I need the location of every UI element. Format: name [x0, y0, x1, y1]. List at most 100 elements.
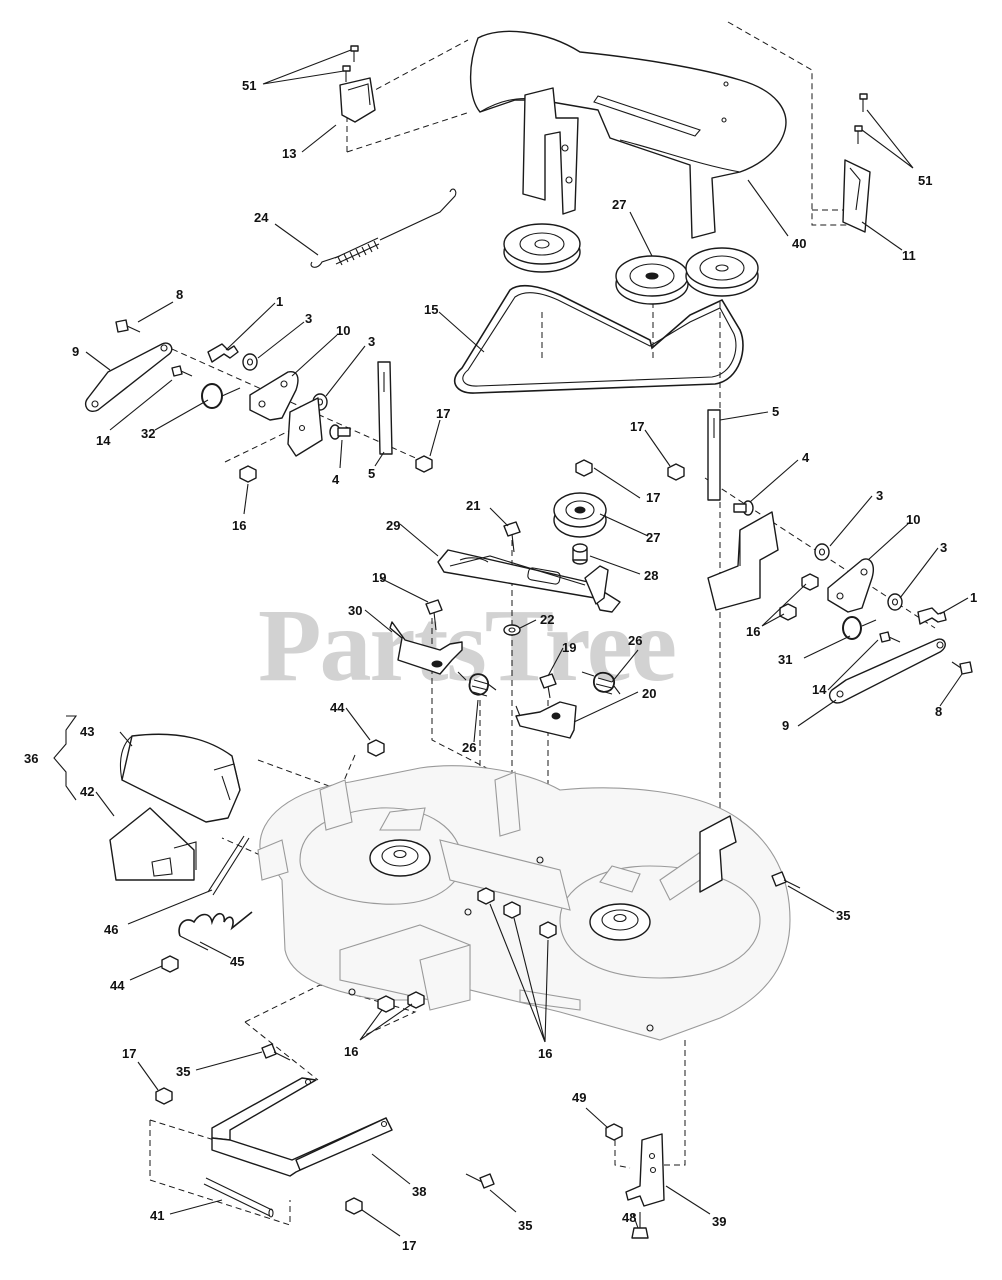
nut-17-left [415, 455, 433, 473]
washer-22 [503, 624, 521, 636]
pivot-bracket-20 [515, 701, 577, 739]
callout-27: 27 [612, 197, 626, 212]
callout-17: 17 [630, 419, 644, 434]
deck-bracket-right [699, 815, 737, 893]
callout-31: 31 [778, 652, 792, 667]
callout-35: 35 [836, 908, 850, 923]
callout-8: 8 [176, 287, 183, 302]
screws-51-left [342, 45, 359, 82]
washer-3-right-b [887, 593, 903, 611]
idler-spring-24 [310, 188, 457, 268]
bracket-11 [842, 159, 871, 233]
callout-4: 4 [332, 472, 340, 487]
callout-17: 17 [402, 1238, 416, 1253]
spring-31-right [842, 616, 877, 640]
bolt-8-right [951, 661, 973, 675]
callout-46: 46 [104, 922, 118, 937]
callout-labels: 51 13 24 8 1 9 3 10 3 14 32 17 4 5 16 15… [24, 78, 977, 1253]
callout-24: 24 [254, 210, 269, 225]
screws-51-right [854, 93, 868, 144]
callout-41: 41 [150, 1208, 164, 1223]
callout-9: 9 [72, 344, 79, 359]
nut-44-top [367, 739, 385, 757]
nut-17-pulley [575, 459, 593, 477]
torsion-spring-26-left [457, 671, 497, 697]
shoulder-bolt-4-right [733, 500, 754, 516]
bracket-13 [339, 77, 376, 123]
pivot-bracket-30 [389, 621, 463, 675]
mower-deck-housing [257, 765, 791, 1041]
torsion-spring-26-right [581, 671, 621, 695]
washer-3-right-a [814, 543, 830, 561]
callout-26: 26 [462, 740, 476, 755]
callout-9: 9 [782, 718, 789, 733]
discharge-chute-43 [119, 733, 241, 823]
callout-3: 3 [876, 488, 883, 503]
bolt-14-left [171, 365, 193, 377]
callout-35: 35 [518, 1218, 532, 1233]
callout-8: 8 [935, 704, 942, 719]
callout-43: 43 [80, 724, 94, 739]
callout-49: 49 [572, 1090, 586, 1105]
callout-39: 39 [712, 1214, 726, 1229]
spindle-pulley-right [685, 247, 759, 297]
callout-51: 51 [242, 78, 256, 93]
callout-29: 29 [386, 518, 400, 533]
bolt-19-left [425, 599, 443, 631]
deck-belt-15 [453, 284, 744, 394]
callout-44: 44 [330, 700, 345, 715]
bolt-48 [631, 1212, 649, 1239]
nut-44-bottom [161, 955, 179, 973]
link-5-left [377, 361, 393, 455]
callout-28: 28 [644, 568, 658, 583]
callout-19: 19 [562, 640, 576, 655]
spindle-pulley-left [503, 223, 581, 273]
spacer-28 [572, 543, 588, 565]
callout-16: 16 [538, 1046, 552, 1061]
nuts-16-center [477, 887, 557, 939]
spring-32-left [201, 383, 241, 409]
callout-5: 5 [368, 466, 375, 481]
callout-17: 17 [122, 1046, 136, 1061]
spindle-pulley-center-27 [615, 255, 689, 305]
bolt-21 [503, 521, 521, 553]
callout-4: 4 [802, 450, 810, 465]
callout-1: 1 [276, 294, 283, 309]
callout-5: 5 [772, 404, 779, 419]
callout-14: 14 [812, 682, 827, 697]
callout-20: 20 [642, 686, 656, 701]
callout-3: 3 [305, 311, 312, 326]
callout-21: 21 [466, 498, 480, 513]
bolt-35-hanger-top [261, 1043, 291, 1061]
belt-cover-40 [469, 30, 787, 239]
callout-10: 10 [906, 512, 920, 527]
callout-15: 15 [424, 302, 438, 317]
callout-16: 16 [232, 518, 246, 533]
idler-plate-10-left [249, 371, 299, 421]
callout-44: 44 [110, 978, 125, 993]
nut-49 [605, 1123, 623, 1141]
callout-36: 36 [24, 751, 38, 766]
idler-pulley-27 [553, 492, 607, 538]
idler-bracket-29 [437, 549, 621, 613]
nut-17-hanger-top [155, 1087, 173, 1105]
callout-17: 17 [436, 406, 450, 421]
bolt-8-left [115, 319, 141, 333]
chute-spring-45 [178, 911, 253, 951]
callout-27: 27 [646, 530, 660, 545]
callout-16: 16 [746, 624, 760, 639]
mount-bracket-left [287, 397, 323, 457]
idler-plate-10-right [827, 558, 874, 613]
wing-nut-1-right [917, 607, 947, 625]
callout-30: 30 [348, 603, 362, 618]
bolt-35-hanger-right [465, 1173, 495, 1189]
nut-16-left [239, 465, 257, 483]
chute-deflector-42 [109, 807, 197, 881]
leader-lines [53, 49, 969, 1237]
pin-41 [203, 1177, 274, 1218]
callout-14: 14 [96, 433, 111, 448]
washer-3-left-a [242, 353, 258, 371]
callout-1: 1 [970, 590, 977, 605]
mount-bracket-right [707, 511, 779, 611]
